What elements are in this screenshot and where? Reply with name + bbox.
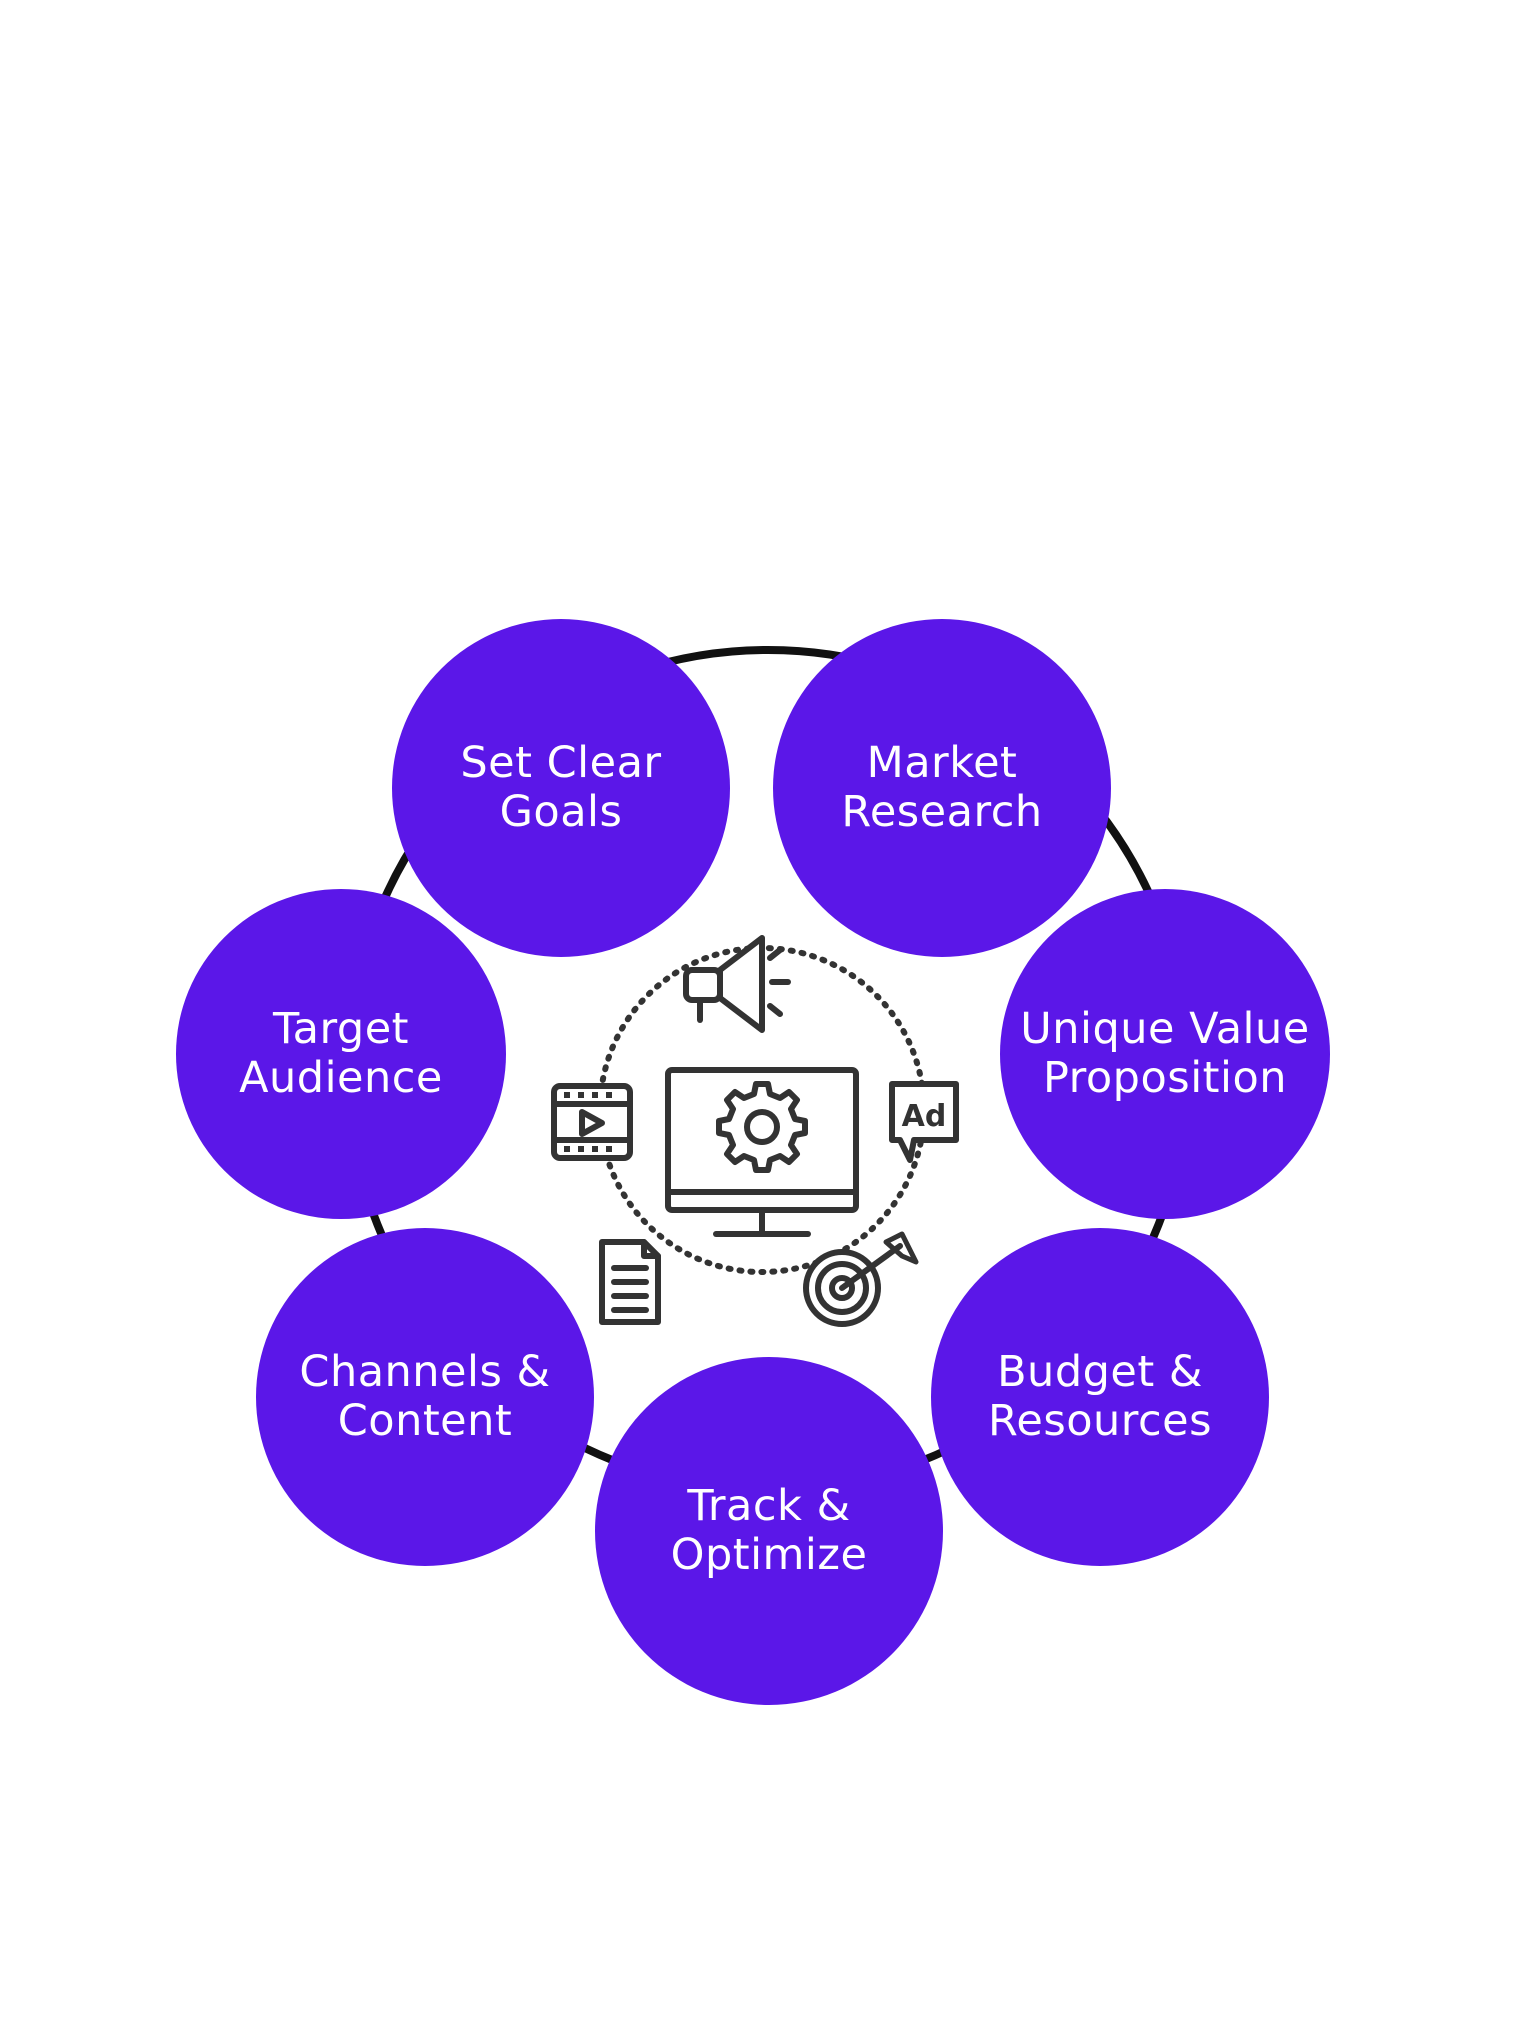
node-label-line: Budget & xyxy=(997,1346,1203,1397)
node-label: Market Research xyxy=(841,737,1043,837)
node-label-line: Market xyxy=(866,737,1018,788)
node-label: Track & Optimize xyxy=(670,1480,868,1580)
node-label-line: Research xyxy=(841,787,1043,837)
node-track-optimize: Track & Optimize xyxy=(595,1357,943,1705)
target-arrow-icon xyxy=(803,1231,919,1327)
node-label-line: Channels & xyxy=(299,1346,551,1397)
document-icon xyxy=(599,1239,661,1325)
node-label-line: Unique Value xyxy=(1020,1003,1310,1054)
node-label: Unique Value Proposition xyxy=(1020,1003,1310,1103)
megaphone-icon xyxy=(683,935,791,1033)
ad-speech-bubble-icon xyxy=(889,1081,959,1163)
monitor-gear-icon xyxy=(665,1067,859,1237)
node-label-line: Proposition xyxy=(1042,1053,1288,1103)
node-budget-resources: Budget & Resources xyxy=(931,1228,1269,1566)
node-label-line: Optimize xyxy=(670,1530,868,1580)
node-label-line: Resources xyxy=(987,1396,1213,1446)
film-strip-dots xyxy=(564,1092,612,1152)
ad-label: Ad xyxy=(902,1099,947,1134)
node-label-line: Audience xyxy=(239,1053,443,1103)
node-market-research: Market Research xyxy=(773,619,1111,957)
node-set-clear-goals: Set Clear Goals xyxy=(392,619,730,957)
video-play-icon xyxy=(551,1083,633,1161)
node-label-line: Set Clear xyxy=(460,737,662,788)
node-unique-value-proposition: Unique Value Proposition xyxy=(1000,889,1330,1219)
node-label: Set Clear Goals xyxy=(460,737,662,837)
node-label-line: Goals xyxy=(499,787,623,837)
node-label-line: Target xyxy=(272,1003,410,1054)
node-channels-content: Channels & Content xyxy=(256,1228,594,1566)
node-label-line: Content xyxy=(337,1396,513,1446)
node-target-audience: Target Audience xyxy=(176,889,506,1219)
node-label-line: Track & xyxy=(687,1480,851,1531)
node-label: Channels & Content xyxy=(299,1346,551,1446)
marketing-hub-illustration: Ad xyxy=(551,935,959,1327)
node-label: Target Audience xyxy=(239,1003,443,1103)
node-label: Budget & Resources xyxy=(987,1346,1213,1446)
